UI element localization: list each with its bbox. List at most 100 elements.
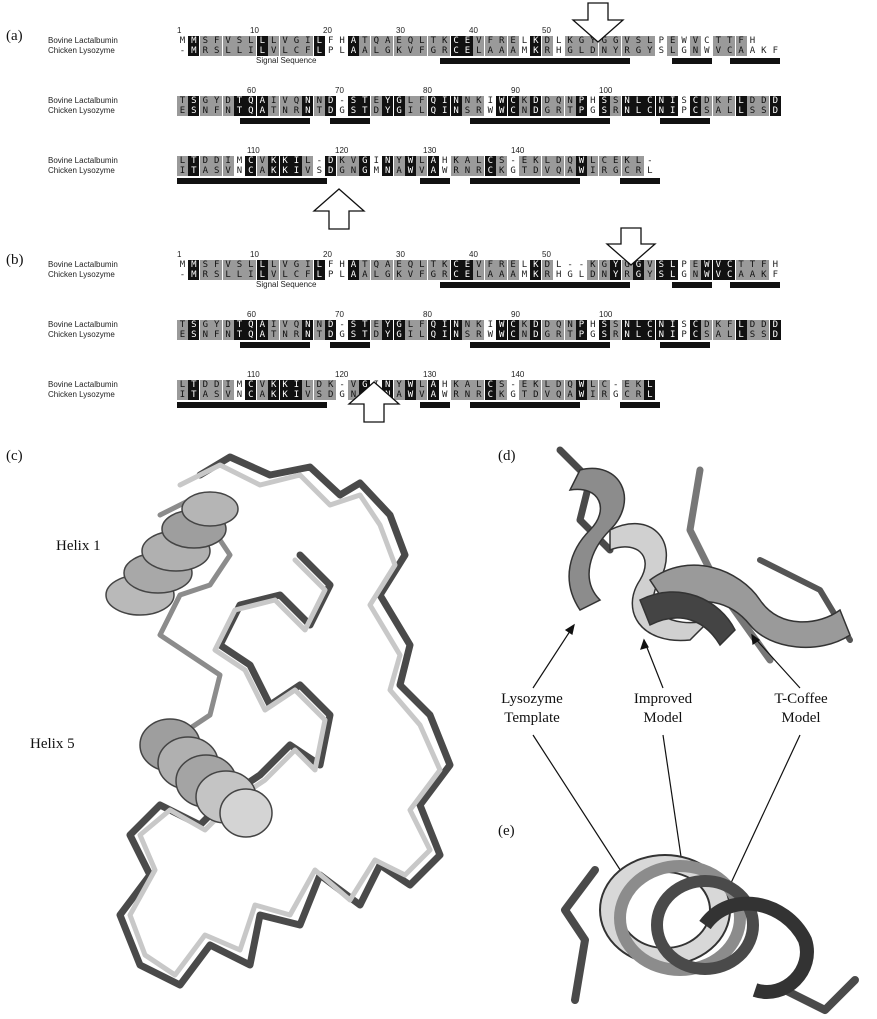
lactalbumin-residue: H xyxy=(439,156,450,166)
lactalbumin-residue: W xyxy=(496,96,507,106)
lactalbumin-residue: K xyxy=(713,96,724,106)
lysozyme-residue: V xyxy=(302,166,313,176)
lysozyme-residue: F xyxy=(416,270,427,280)
lysozyme-residue: L xyxy=(736,330,747,340)
lysozyme-residue: I xyxy=(177,166,188,176)
lysozyme-residue: G xyxy=(610,390,621,400)
lactalbumin-residue: W xyxy=(576,156,587,166)
lysozyme-residue: W xyxy=(405,166,416,176)
lysozyme-residue: Q xyxy=(553,390,564,400)
lactalbumin-residue: L xyxy=(177,380,188,390)
secondary-structure-bar xyxy=(672,58,712,64)
residue-number: 100 xyxy=(599,86,612,95)
lysozyme-residue: C xyxy=(724,46,735,56)
lactalbumin-residue: F xyxy=(325,260,336,270)
lysozyme-residue: G xyxy=(508,390,519,400)
tcoffee-model-line1: T-Coffee xyxy=(756,690,846,709)
residue-number: 30 xyxy=(396,250,405,259)
lactalbumin-residue: E xyxy=(610,156,621,166)
lysozyme-residue: S xyxy=(599,330,610,340)
secondary-structure-bar xyxy=(420,402,450,408)
secondary-structure-bar xyxy=(470,402,580,408)
lysozyme-residue: R xyxy=(622,46,633,56)
lactalbumin-residue: N xyxy=(314,96,325,106)
lactalbumin-residue: N xyxy=(302,96,313,106)
lysozyme-residue: A xyxy=(428,390,439,400)
lactalbumin-residue: S xyxy=(188,320,199,330)
lactalbumin-residue: I xyxy=(223,380,234,390)
lysozyme-residue: R xyxy=(291,330,302,340)
lactalbumin-residue: L xyxy=(314,260,325,270)
lysozyme-residue: L xyxy=(576,46,587,56)
lysozyme-residue: D xyxy=(530,166,541,176)
lysozyme-residue: D xyxy=(530,330,541,340)
lactalbumin-residue: L xyxy=(257,36,268,46)
lactalbumin-residue xyxy=(770,36,781,46)
lysozyme-residue: V xyxy=(268,270,279,280)
lysozyme-residue: C xyxy=(291,270,302,280)
lysozyme-residue: A xyxy=(348,46,359,56)
lysozyme-residue: L xyxy=(724,330,735,340)
lactalbumin-residue: N xyxy=(565,96,576,106)
secondary-structure-bar xyxy=(240,118,310,124)
sequence-name: Chicken Lysozyme xyxy=(48,46,115,55)
residue-number: 10 xyxy=(250,250,259,259)
lactalbumin-residue: I xyxy=(371,156,382,166)
lactalbumin-residue: S xyxy=(679,320,690,330)
lysozyme-residue: V xyxy=(713,46,724,56)
secondary-structure-bar xyxy=(177,402,327,408)
lysozyme-residue: T xyxy=(234,106,245,116)
lysozyme-residue: L xyxy=(280,270,291,280)
lactalbumin-residue: L xyxy=(553,260,564,270)
lactalbumin-residue: S xyxy=(200,36,211,46)
lysozyme-residue: T xyxy=(359,330,370,340)
lysozyme-residue: W xyxy=(496,106,507,116)
lactalbumin-residue: G xyxy=(291,36,302,46)
lactalbumin-residue: C xyxy=(485,156,496,166)
lysozyme-residue: C xyxy=(724,270,735,280)
lactalbumin-residue: W xyxy=(576,380,587,390)
lysozyme-residue: D xyxy=(530,106,541,116)
lactalbumin-residue: - xyxy=(337,320,348,330)
lactalbumin-residue: F xyxy=(211,260,222,270)
lactalbumin-residue: Q xyxy=(405,36,416,46)
lysozyme-residue: P xyxy=(576,106,587,116)
lysozyme-residue: C xyxy=(508,330,519,340)
lactalbumin-residue: Q xyxy=(371,260,382,270)
lysozyme-residue: A xyxy=(257,166,268,176)
lysozyme-residue: C xyxy=(485,390,496,400)
lysozyme-residue: F xyxy=(770,46,781,56)
lactalbumin-residue: K xyxy=(268,380,279,390)
lysozyme-residue: L xyxy=(736,106,747,116)
lysozyme-residue: D xyxy=(371,330,382,340)
lysozyme-residue: Y xyxy=(610,270,621,280)
lactalbumin-residue: E xyxy=(508,36,519,46)
lysozyme-residue: L xyxy=(223,46,234,56)
lysozyme-residue: R xyxy=(439,46,450,56)
secondary-structure-bar xyxy=(660,342,710,348)
lysozyme-residue: S xyxy=(701,330,712,340)
secondary-structure-bar xyxy=(330,342,370,348)
lysozyme-residue: W xyxy=(701,270,712,280)
lysozyme-residue: T xyxy=(268,330,279,340)
lactalbumin-residue: Q xyxy=(565,380,576,390)
secondary-structure-bar xyxy=(440,58,630,64)
lactalbumin-residue: S xyxy=(610,320,621,330)
lactalbumin-residue: L xyxy=(245,260,256,270)
lactalbumin-residue: L xyxy=(405,96,416,106)
lactalbumin-residue: I xyxy=(268,320,279,330)
up-arrow-icon xyxy=(309,187,369,231)
lactalbumin-residue: D xyxy=(325,156,336,166)
residue-number: 60 xyxy=(247,310,256,319)
lactalbumin-residue: E xyxy=(508,260,519,270)
lactalbumin-residue: A xyxy=(382,36,393,46)
lysozyme-residue: L xyxy=(337,46,348,56)
lactalbumin-residue: Y xyxy=(211,320,222,330)
lysozyme-residue: S xyxy=(188,330,199,340)
lactalbumin-residue: L xyxy=(542,380,553,390)
lactalbumin-residue: D xyxy=(223,96,234,106)
lactalbumin-residue: L xyxy=(473,380,484,390)
lactalbumin-residue: L xyxy=(302,380,313,390)
lysozyme-residue: Q xyxy=(428,330,439,340)
lactalbumin-residue: S xyxy=(496,156,507,166)
